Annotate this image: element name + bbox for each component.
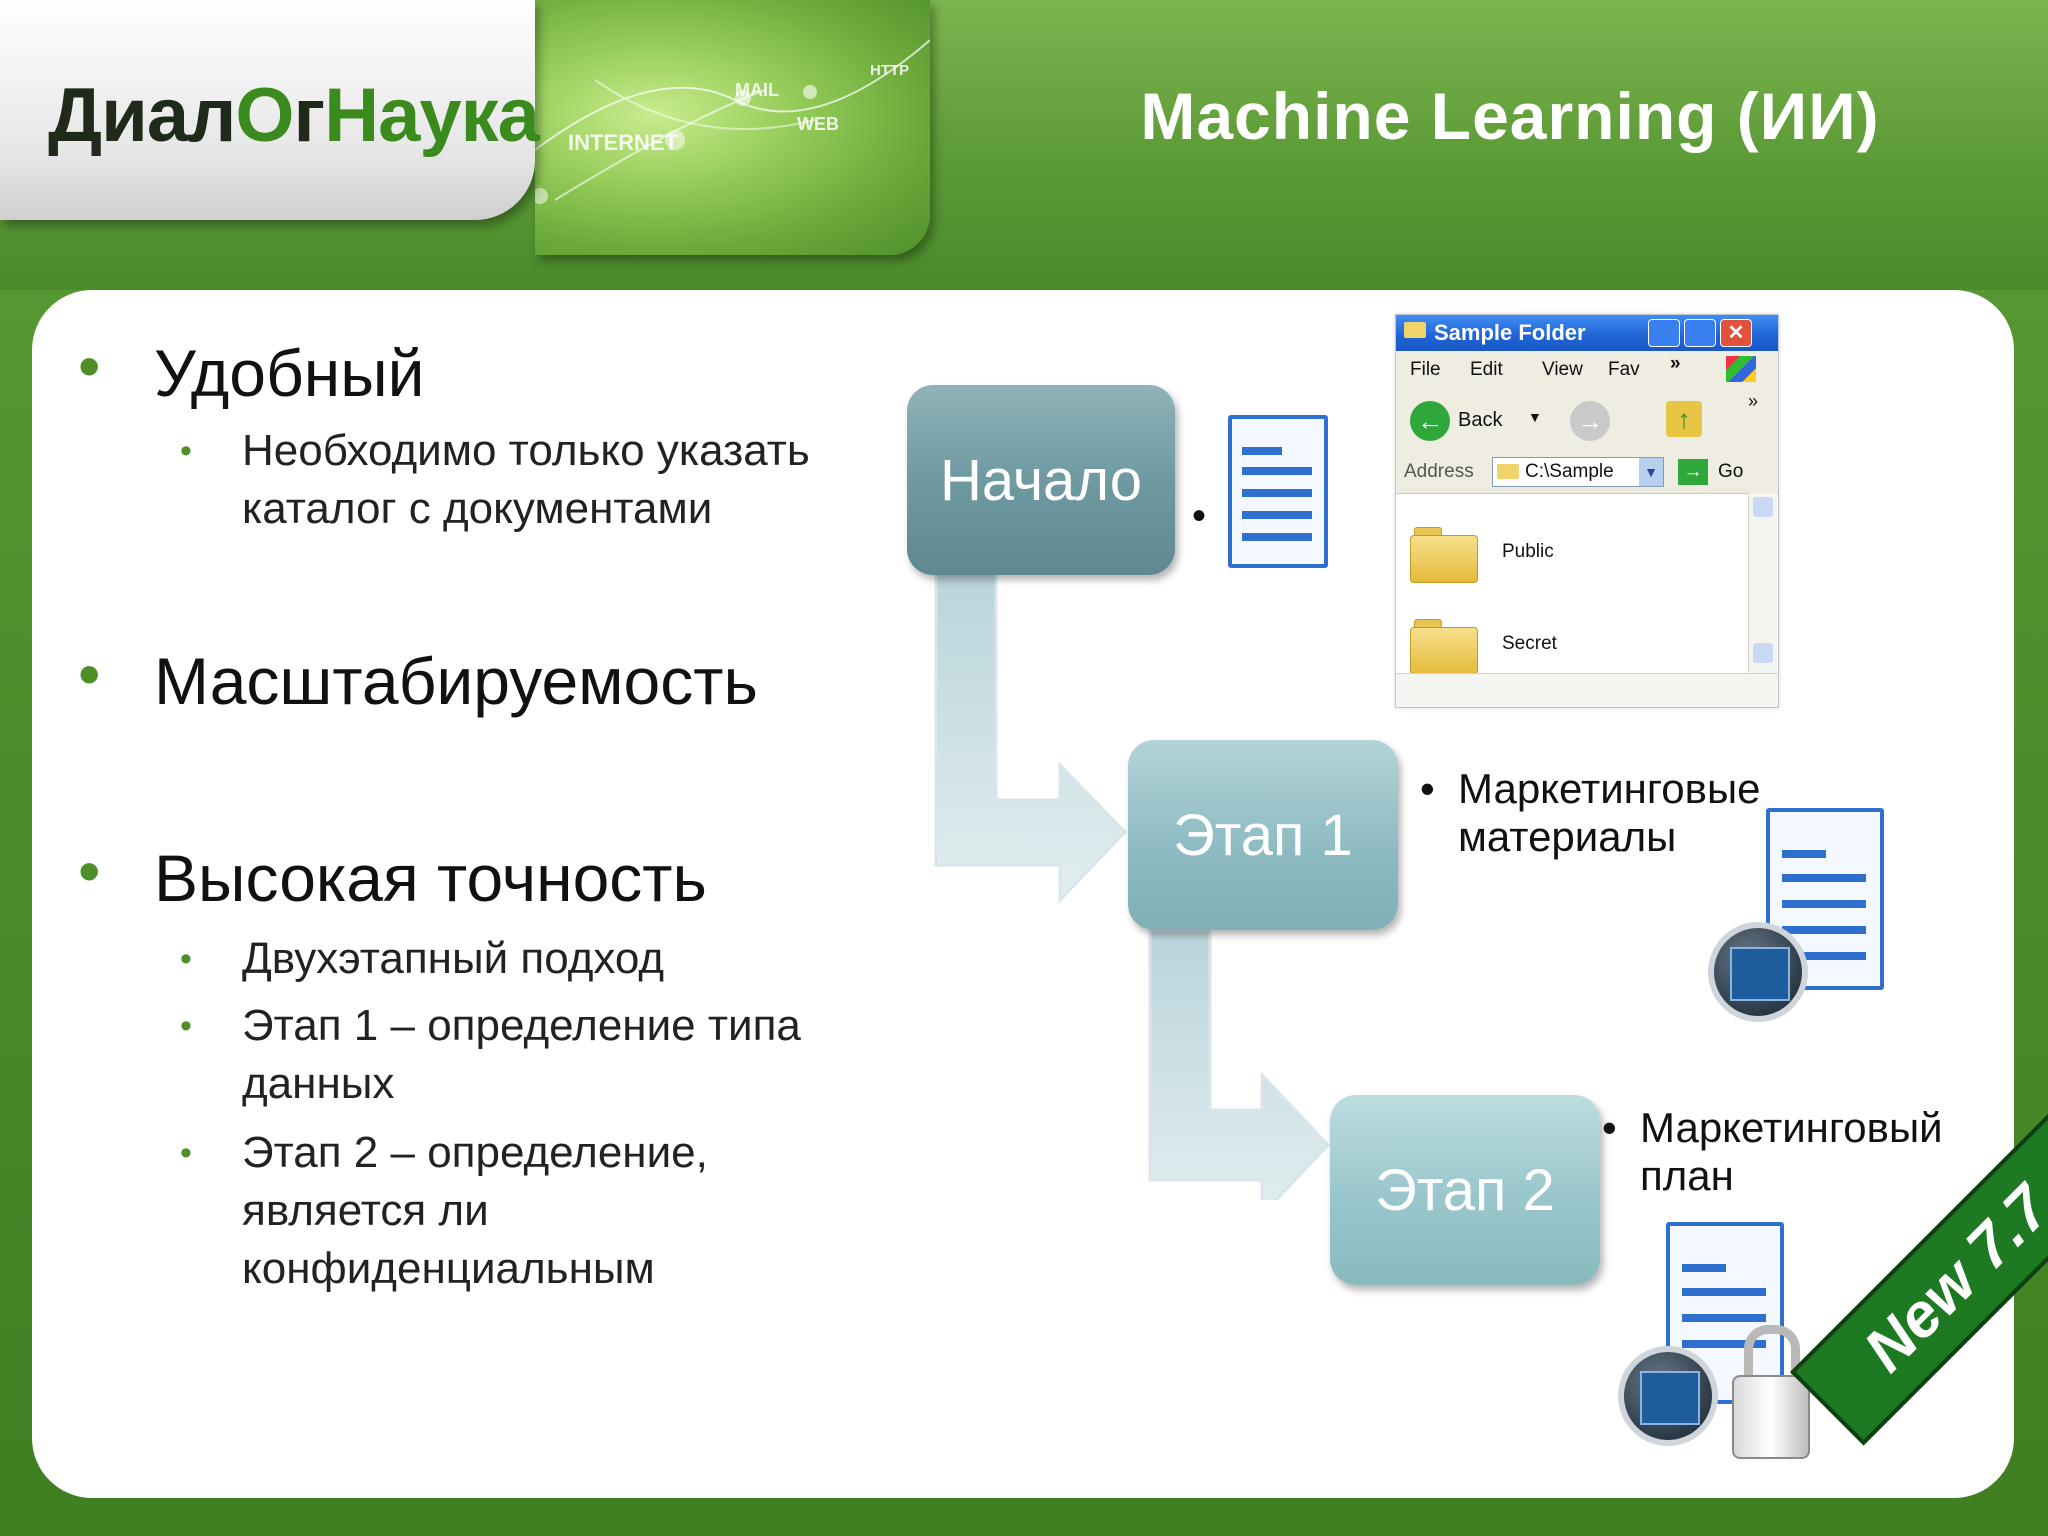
doc-line	[1242, 447, 1282, 455]
explorer-menu-bar: File Edit View Fav »	[1396, 351, 1778, 388]
padlock-icon	[1732, 1325, 1810, 1459]
slide-title: Machine Learning (ИИ)	[1140, 79, 1880, 153]
logo-part-3: Наука	[324, 73, 540, 158]
close-icon[interactable]: ✕	[1720, 319, 1752, 347]
logo-part-2: г	[293, 73, 326, 158]
chart-badge-icon	[1708, 922, 1808, 1022]
stage-2-box: Этап 2	[1330, 1095, 1600, 1285]
doc-line	[1782, 874, 1866, 882]
menu-favorites[interactable]: Fav	[1608, 359, 1640, 380]
doc-line	[1682, 1340, 1766, 1348]
chevron-down-icon[interactable]: ▼	[1639, 458, 1663, 486]
chart-badge-icon	[1618, 1346, 1718, 1446]
stage2-output-text: Маркетинговый план	[1640, 1104, 1943, 1199]
doc-line	[1682, 1288, 1766, 1296]
doc-line	[1682, 1314, 1766, 1322]
explorer-toolbar: ← Back ▼ → ↑ »	[1396, 387, 1778, 452]
net-label-internet: INTERNET	[568, 130, 678, 155]
menu-file[interactable]: File	[1410, 359, 1441, 380]
sub-bullet-text: Необходимо только указать каталог с доку…	[242, 426, 810, 533]
explorer-address-bar: Address C:\Sample ▼ → Go	[1396, 451, 1778, 494]
bullet-dot: •	[78, 638, 101, 710]
net-label-http: HTTP	[870, 62, 910, 79]
go-arrow-icon[interactable]: →	[1678, 459, 1708, 485]
windows-logo-icon	[1726, 356, 1756, 382]
doc-line	[1682, 1264, 1726, 1272]
bullet-dot: •	[180, 940, 192, 978]
arrow-start-to-stage1	[934, 568, 1128, 904]
bullet-dot: •	[180, 432, 192, 470]
logo-part-1: Диал	[48, 73, 236, 158]
bullet-text: Масштабируемость	[154, 644, 758, 718]
scroll-up-icon[interactable]	[1753, 497, 1773, 517]
explorer-file-list: Public Secret	[1396, 493, 1746, 675]
doc-line	[1242, 533, 1312, 541]
bullet-dot: •	[78, 330, 101, 402]
back-arrow-icon[interactable]: ←	[1410, 401, 1450, 441]
net-label-web: WEB	[797, 114, 839, 134]
toolbar-more[interactable]: »	[1748, 391, 1759, 411]
go-button-label[interactable]: Go	[1718, 461, 1744, 482]
flow-arrows	[934, 568, 1331, 1200]
back-dropdown-icon[interactable]: ▼	[1528, 409, 1542, 425]
vertical-scrollbar[interactable]	[1748, 493, 1777, 673]
bullet-dot: •	[1602, 1104, 1617, 1151]
up-folder-icon[interactable]: ↑	[1666, 401, 1702, 437]
folder-icon	[1410, 527, 1478, 583]
doc-line	[1242, 489, 1312, 497]
menu-more[interactable]: »	[1670, 353, 1681, 374]
menu-view[interactable]: View	[1542, 359, 1583, 380]
explorer-window[interactable]: Sample Folder ✕ File Edit View Fav » ← B…	[1395, 314, 1779, 708]
stage-start-box: Начало	[907, 385, 1175, 575]
stage-1-box: Этап 1	[1128, 740, 1398, 930]
arrow-stage1-to-stage2	[1148, 928, 1331, 1200]
horizontal-scrollbar[interactable]	[1396, 673, 1778, 707]
explorer-title: Sample Folder	[1434, 320, 1586, 345]
doc-line	[1242, 511, 1312, 519]
folder-item-secret[interactable]: Secret	[1410, 615, 1710, 677]
bullet-text: Высокая точность	[154, 841, 707, 915]
menu-edit[interactable]: Edit	[1470, 359, 1503, 380]
internet-globe-image: HTTP MAIL WEB INTERNET	[535, 0, 930, 255]
maximize-icon[interactable]	[1684, 319, 1716, 347]
bullet-dot: •	[78, 835, 101, 907]
bullet-dot: •	[1420, 765, 1435, 812]
bullet-dot: •	[180, 1134, 192, 1172]
bullet-dot: •	[180, 1007, 192, 1045]
bullet-text: Удобный	[154, 336, 425, 410]
folder-name: Public	[1502, 541, 1554, 562]
scroll-down-icon[interactable]	[1753, 643, 1773, 663]
doc-line	[1242, 467, 1312, 475]
folder-name: Secret	[1502, 633, 1557, 654]
net-label-mail: MAIL	[735, 80, 779, 100]
address-label: Address	[1404, 461, 1474, 482]
sub-bullet-text: Двухэтапный подход	[242, 934, 665, 983]
start-bullet-dot: •	[1192, 494, 1207, 538]
network-lines	[535, 39, 930, 204]
address-value: C:\Sample	[1525, 461, 1614, 482]
sub-bullet-text: Этап 1 – определение типа данных	[242, 1001, 801, 1108]
folder-icon	[1410, 619, 1478, 675]
doc-line	[1782, 926, 1866, 934]
doc-line	[1782, 850, 1826, 858]
logo-part-o: О	[235, 73, 294, 158]
sub-bullet-text: Этап 2 – определение, является ли конфид…	[242, 1128, 708, 1293]
logo: ДиалОгНаука	[48, 72, 540, 159]
forward-arrow-icon[interactable]: →	[1570, 401, 1610, 441]
folder-item-public[interactable]: Public	[1410, 523, 1710, 585]
stage1-output-text: Маркетинговые материалы	[1458, 765, 1761, 860]
back-button-label[interactable]: Back	[1458, 409, 1503, 431]
explorer-title-bar[interactable]: Sample Folder ✕	[1396, 315, 1778, 351]
folder-small-icon	[1497, 464, 1519, 479]
doc-line	[1782, 900, 1866, 908]
address-input[interactable]: C:\Sample ▼	[1492, 457, 1664, 487]
logo-plate: ДиалОгНаука	[0, 0, 540, 220]
folder-small-icon	[1404, 322, 1426, 338]
minimize-icon[interactable]	[1648, 319, 1680, 347]
doc-line	[1782, 952, 1866, 960]
